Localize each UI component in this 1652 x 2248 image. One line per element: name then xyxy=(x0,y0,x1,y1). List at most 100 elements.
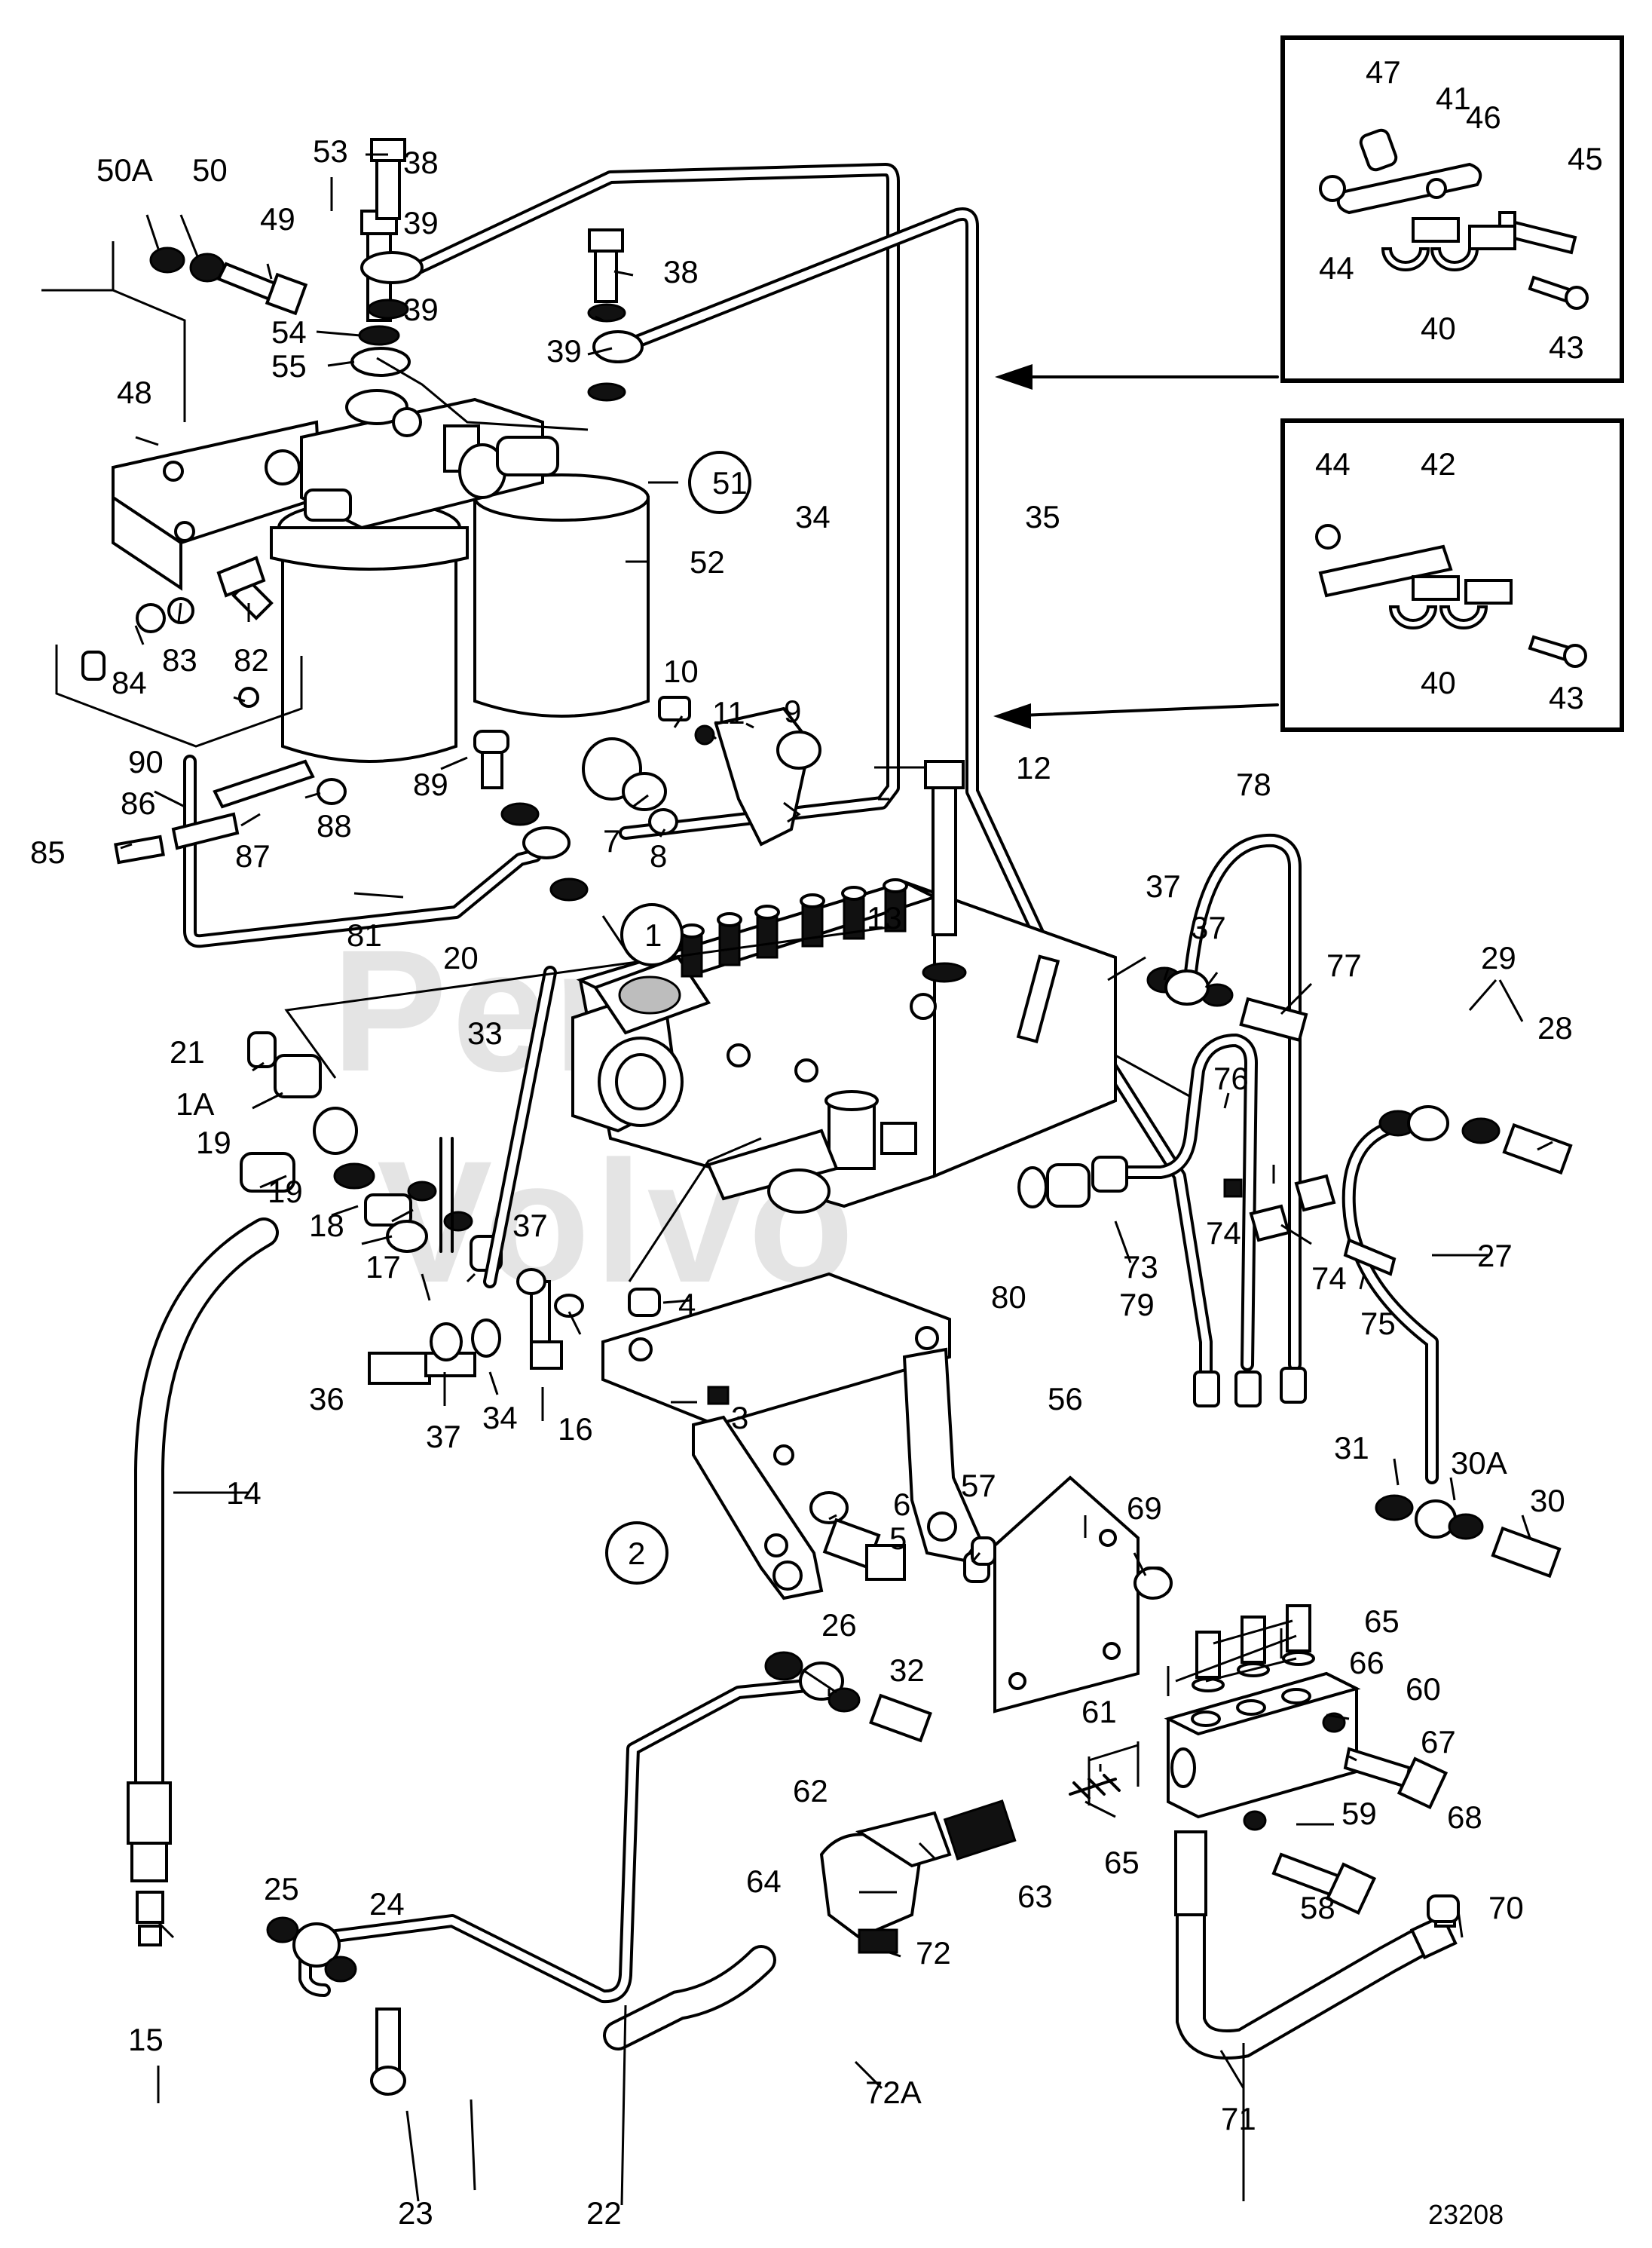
callout-6: 6 xyxy=(893,1487,910,1522)
callout-60: 60 xyxy=(1406,1671,1441,1707)
callout-81: 81 xyxy=(347,917,382,953)
callout-65b: 65 xyxy=(1104,1845,1140,1880)
hose-14 xyxy=(127,1217,279,1946)
callout-28: 28 xyxy=(1537,1010,1573,1046)
callout-89: 89 xyxy=(413,767,448,802)
callout-84: 84 xyxy=(112,665,147,700)
callout-70: 70 xyxy=(1488,1890,1524,1925)
callout-72a: 72A xyxy=(865,2075,922,2110)
callout-1: 1 xyxy=(644,917,662,953)
callout-41: 41 xyxy=(1436,81,1471,116)
callout-86: 86 xyxy=(121,786,156,821)
valve-block-60 xyxy=(963,1367,1361,1819)
callout-15: 15 xyxy=(128,2022,164,2057)
callout-38b: 38 xyxy=(663,254,699,289)
pipes-78-73-27 xyxy=(1109,833,1439,1484)
drawing-number: 23208 xyxy=(1428,2199,1504,2230)
callout-16: 16 xyxy=(558,1411,593,1447)
callout-38a: 38 xyxy=(403,145,439,180)
callout-44b: 44 xyxy=(1315,446,1351,482)
callout-43a: 43 xyxy=(1549,329,1584,365)
callout-51: 51 xyxy=(712,465,748,501)
callout-7: 7 xyxy=(603,823,620,859)
callout-83: 83 xyxy=(162,642,197,678)
leader-lines xyxy=(41,153,1553,2206)
callout-27: 27 xyxy=(1477,1238,1513,1273)
callout-40a: 40 xyxy=(1421,311,1456,346)
callout-10: 10 xyxy=(663,654,699,689)
callout-8: 8 xyxy=(650,838,667,874)
callout-74b: 74 xyxy=(1311,1260,1347,1296)
callout-20: 20 xyxy=(443,940,479,975)
callout-39a: 39 xyxy=(403,205,439,240)
callout-19b: 19 xyxy=(268,1174,303,1209)
callout-56: 56 xyxy=(1048,1381,1083,1416)
callout-90: 90 xyxy=(128,744,164,779)
callout-4: 4 xyxy=(678,1287,696,1322)
callout-30a: 30A xyxy=(1451,1445,1507,1481)
callout-31: 31 xyxy=(1334,1430,1369,1465)
callout-13: 13 xyxy=(867,900,902,936)
callout-82: 82 xyxy=(234,642,269,678)
callout-47: 47 xyxy=(1366,54,1401,90)
callout-58: 58 xyxy=(1300,1890,1335,1925)
callout-59: 59 xyxy=(1341,1796,1377,1831)
cable-72a xyxy=(603,1945,776,2050)
callout-88: 88 xyxy=(317,808,352,844)
injection-pump xyxy=(571,878,1117,1214)
callout-35: 35 xyxy=(1025,499,1060,534)
callout-1a: 1A xyxy=(176,1086,214,1122)
callout-72: 72 xyxy=(916,1935,951,1971)
callout-66: 66 xyxy=(1349,1645,1384,1680)
callout-12: 12 xyxy=(1016,750,1051,786)
callout-18: 18 xyxy=(309,1208,344,1243)
callout-17: 17 xyxy=(366,1249,401,1285)
inset-box-clip-assembly-b xyxy=(1280,418,1624,732)
callout-49: 49 xyxy=(260,201,295,237)
callout-57: 57 xyxy=(961,1468,996,1503)
callout-36: 36 xyxy=(309,1381,344,1416)
callout-34b: 34 xyxy=(795,499,831,534)
callout-67: 67 xyxy=(1421,1724,1456,1760)
callout-87: 87 xyxy=(235,838,271,874)
callout-63: 63 xyxy=(1017,1879,1053,1914)
callout-52: 52 xyxy=(690,544,725,580)
callout-65a: 65 xyxy=(1364,1603,1400,1639)
callout-labels: 1 1A 2 3 4 5 6 7 8 9 10 11 12 13 14 15 1… xyxy=(30,54,1603,2231)
callout-77: 77 xyxy=(1326,948,1362,983)
callout-46: 46 xyxy=(1466,100,1501,135)
pipe-81 xyxy=(183,755,542,948)
callout-3: 3 xyxy=(731,1400,748,1435)
callout-80: 80 xyxy=(991,1279,1026,1315)
callout-78: 78 xyxy=(1236,767,1271,802)
callout-45: 45 xyxy=(1568,141,1603,176)
callout-22: 22 xyxy=(586,2195,622,2231)
callout-33: 33 xyxy=(467,1015,503,1051)
callout-39b: 39 xyxy=(403,292,439,327)
callout-79: 79 xyxy=(1119,1287,1155,1322)
callout-48: 48 xyxy=(117,375,152,410)
callout-25: 25 xyxy=(264,1871,299,1907)
callout-54: 54 xyxy=(271,314,307,350)
callout-9: 9 xyxy=(784,694,801,729)
callout-69: 69 xyxy=(1127,1490,1162,1526)
callout-73: 73 xyxy=(1123,1249,1158,1285)
callout-76: 76 xyxy=(1213,1061,1249,1096)
callout-44a: 44 xyxy=(1319,250,1354,286)
callout-74a: 74 xyxy=(1206,1215,1241,1251)
callout-11: 11 xyxy=(712,695,745,730)
callout-37b: 37 xyxy=(512,1208,548,1243)
callout-55: 55 xyxy=(271,348,307,384)
inset-arrows xyxy=(993,364,1279,729)
callout-23: 23 xyxy=(398,2195,433,2231)
fuel-filter-assembly xyxy=(81,389,650,763)
callout-85: 85 xyxy=(30,835,66,870)
callout-68: 68 xyxy=(1447,1799,1482,1835)
callout-37d: 37 xyxy=(1191,910,1226,945)
callout-24: 24 xyxy=(369,1886,405,1922)
pipe-22 xyxy=(298,1678,821,2004)
callout-29: 29 xyxy=(1481,940,1516,975)
callout-53: 53 xyxy=(313,133,348,169)
callout-39c: 39 xyxy=(546,333,582,369)
